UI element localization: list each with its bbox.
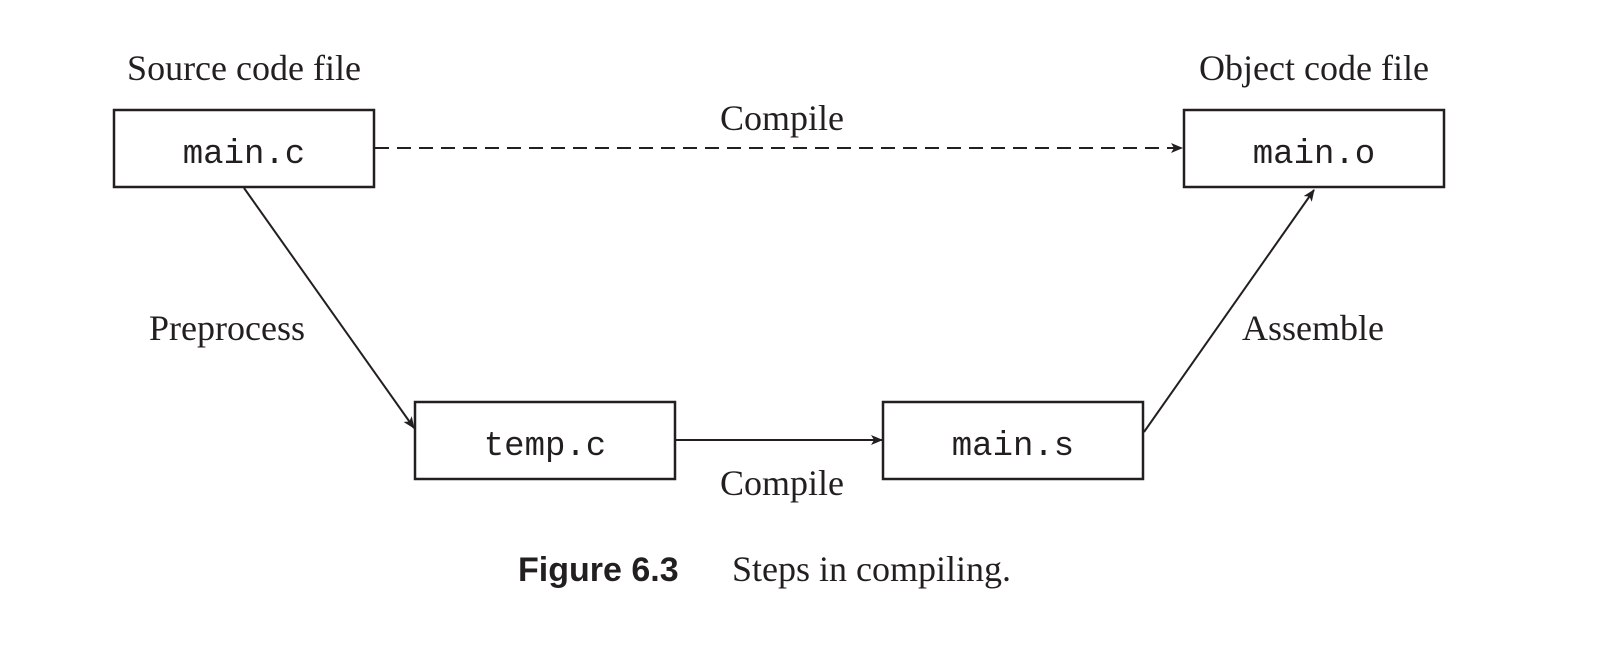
preprocess-arrow	[243, 187, 415, 429]
figure-caption-text: Steps in compiling.	[732, 549, 1011, 589]
assemble-label: Assemble	[1242, 308, 1384, 348]
compile-label: Compile	[720, 463, 844, 503]
node-main-o: main.o	[1182, 108, 1446, 189]
node-main-c-label: main.c	[183, 136, 305, 174]
node-main-s-label: main.s	[952, 428, 1074, 466]
node-temp-c: temp.c	[413, 400, 677, 481]
compile-direct-label: Compile	[720, 98, 844, 138]
node-main-o-label: main.o	[1253, 136, 1375, 174]
node-temp-c-label: temp.c	[484, 428, 606, 466]
source-code-file-label: Source code file	[127, 48, 361, 88]
figure-number: Figure 6.3	[518, 551, 679, 589]
node-main-s: main.s	[881, 400, 1145, 481]
assemble-arrow	[1143, 189, 1315, 433]
object-code-file-label: Object code file	[1199, 48, 1429, 88]
node-main-c: main.c	[112, 108, 376, 189]
preprocess-label: Preprocess	[149, 308, 305, 348]
